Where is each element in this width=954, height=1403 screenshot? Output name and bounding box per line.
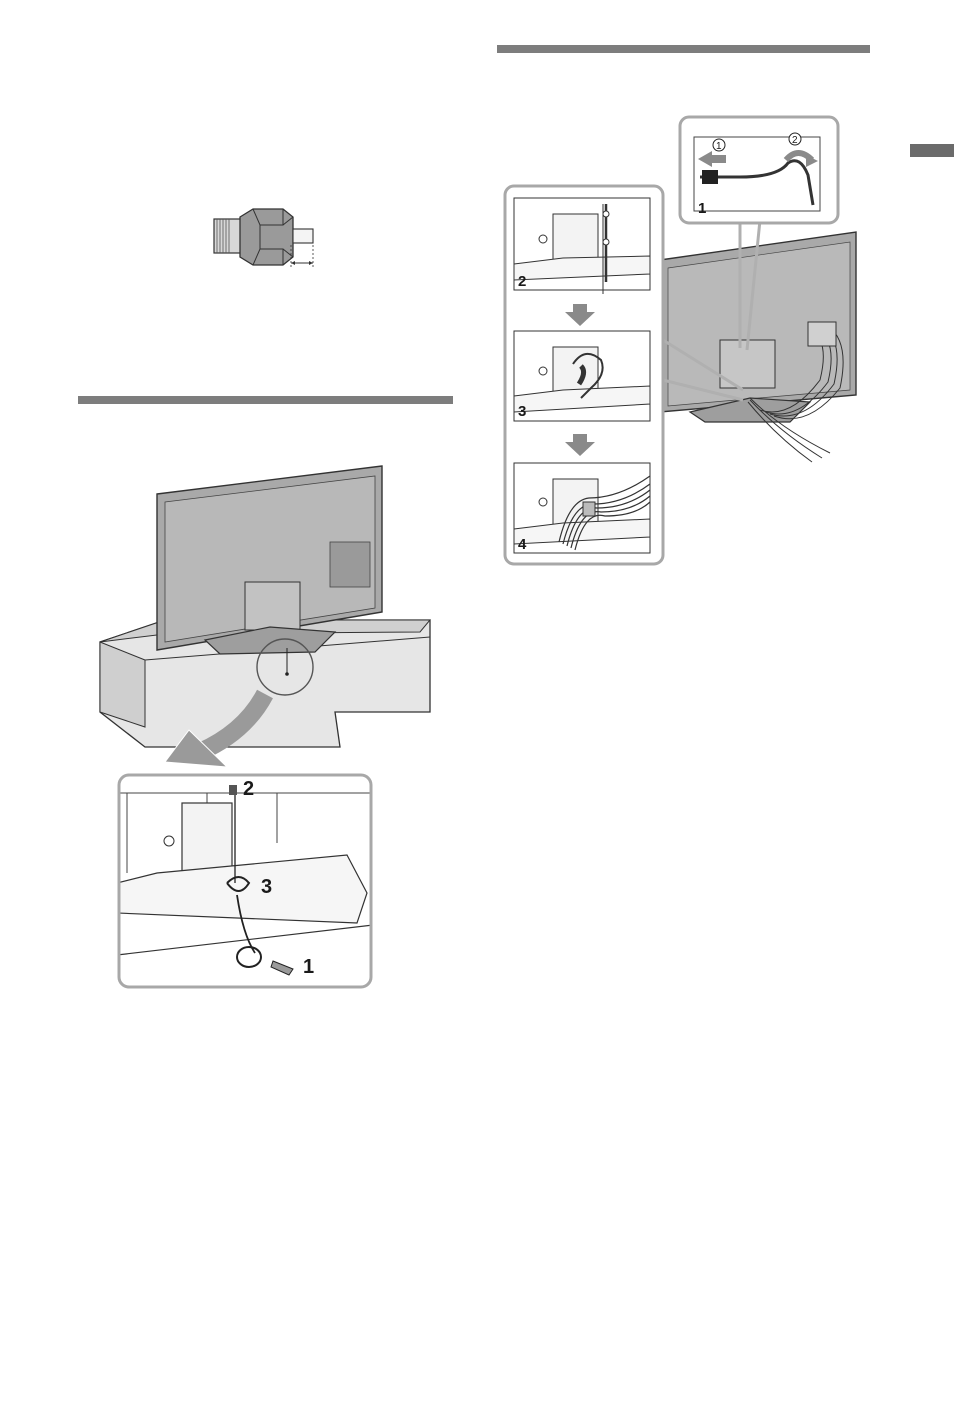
step-cord-loop-label: 3 [261, 876, 272, 898]
cable-step-4-label: 4 [518, 536, 527, 553]
section-rule-top-right [497, 45, 870, 53]
step-screw-a-label: 1 [303, 956, 314, 978]
sub-step-2-number: 2 [792, 135, 798, 146]
cable-step-3-image [514, 331, 650, 421]
cable-steps-2-4-panel: 2 3 4 [503, 184, 665, 566]
step-screw-b-label: 2 [243, 778, 254, 800]
coax-connector-illustration [205, 205, 325, 275]
cable-step-2-image [514, 198, 650, 294]
cable-step-1-label: 1 [698, 200, 706, 217]
cable-step-2-label: 2 [518, 273, 526, 290]
bracket-callout: 2 3 1 [117, 773, 373, 989]
cable-step-1-panel: 1 2 1 [678, 115, 840, 225]
sub-step-1-number: 1 [716, 141, 722, 152]
chapter-side-tab [910, 144, 954, 157]
cable-step-3-label: 3 [518, 403, 526, 420]
cable-step-4-image [514, 463, 650, 553]
callout-leader-lines [655, 220, 775, 420]
section-rule-left [78, 396, 453, 404]
tv-stand-illustration [95, 462, 440, 762]
